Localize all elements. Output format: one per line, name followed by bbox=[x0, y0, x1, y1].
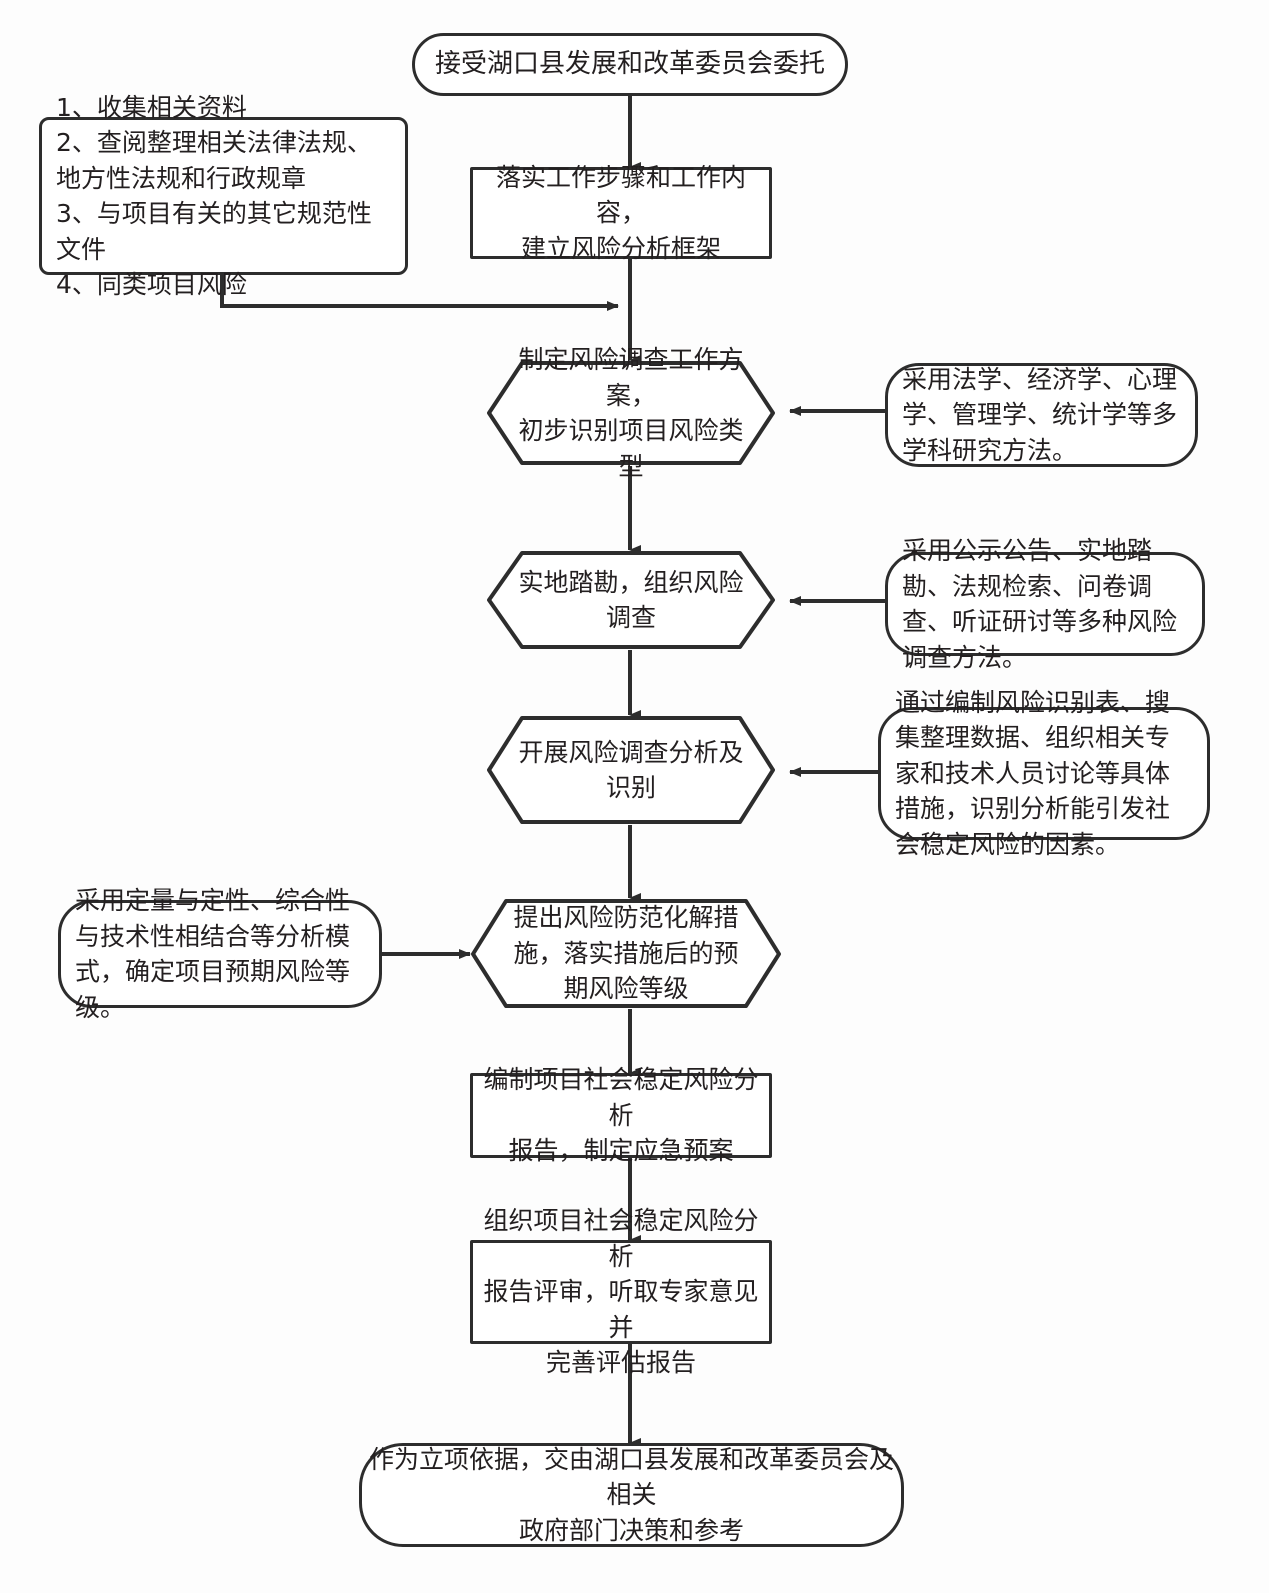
node-framework-label: 落实工作步骤和工作内容， 建立风险分析框架 bbox=[495, 162, 746, 263]
node-end[interactable]: 作为立项依据，交由湖口县发展和改革委员会及相关 政府部门决策和参考 bbox=[359, 1443, 904, 1547]
node-review[interactable]: 组织项目社会稳定风险分析 报告评审，听取专家意见并 完善评估报告 bbox=[470, 1206, 772, 1377]
node-materials-note[interactable]: 1、收集相关资料 2、查阅整理相关法律法规、地方性法规和行政规章 3、与项目有关… bbox=[39, 93, 408, 299]
node-grade-note[interactable]: 采用定量与定性、综合性与技术性相结合等分析模式，确定项目预期风险等级。 bbox=[58, 886, 382, 1022]
node-plan-note[interactable]: 采用法学、经济学、心理学、管理学、统计学等多学科研究方法。 bbox=[885, 363, 1198, 467]
node-measures[interactable]: 提出风险防范化解措施，落实措施后的预期风险等级 bbox=[470, 898, 782, 1009]
node-analysis-shape bbox=[487, 716, 775, 824]
node-survey-label: 实地踏勘，组织风险调查 bbox=[518, 567, 744, 633]
node-measures-label: 提出风险防范化解措施，落实措施后的预期风险等级 bbox=[513, 903, 739, 1004]
node-analysis-label: 开展风险调查分析及识别 bbox=[518, 737, 744, 803]
node-start-label: 接受湖口县发展和改革委员会委托 bbox=[434, 49, 825, 80]
node-plan-note-label: 采用法学、经济学、心理学、管理学、统计学等多学科研究方法。 bbox=[902, 364, 1178, 465]
node-grade-note-label: 采用定量与定性、综合性与技术性相结合等分析模式，确定项目预期风险等级。 bbox=[75, 886, 351, 1022]
node-plan[interactable]: 制定风险调查工作方案， 初步识别项目风险类型 bbox=[486, 345, 776, 481]
node-materials-note-label: 1、收集相关资料 2、查阅整理相关法律法规、地方性法规和行政规章 3、与项目有关… bbox=[56, 92, 372, 300]
node-measures-shape bbox=[471, 899, 781, 1008]
node-analysis-note-label: 通过编制风险识别表、搜集整理数据、组织相关专家和技术人员讨论等具体措施，识别分析… bbox=[895, 687, 1171, 859]
node-plan-shape bbox=[487, 361, 775, 465]
node-report[interactable]: 编制项目社会稳定风险分析 报告，制定应急预案 bbox=[470, 1065, 772, 1165]
node-framework[interactable]: 落实工作步骤和工作内容， 建立风险分析框架 bbox=[470, 163, 772, 263]
node-survey-note-label: 采用公示公告、实地踏勘、法规检索、问卷调查、听证研讨等多种风险调查方法。 bbox=[902, 536, 1178, 672]
node-report-label: 编制项目社会稳定风险分析 报告，制定应急预案 bbox=[483, 1065, 759, 1166]
node-start[interactable]: 接受湖口县发展和改革委员会委托 bbox=[412, 33, 848, 96]
node-review-label: 组织项目社会稳定风险分析 报告评审，听取专家意见并 完善评估报告 bbox=[483, 1206, 759, 1378]
node-analysis-note[interactable]: 通过编制风险识别表、搜集整理数据、组织相关专家和技术人员讨论等具体措施，识别分析… bbox=[878, 688, 1210, 859]
node-survey[interactable]: 实地踏勘，组织风险调查 bbox=[486, 550, 776, 650]
node-end-label: 作为立项依据，交由湖口县发展和改革委员会及相关 政府部门决策和参考 bbox=[368, 1444, 894, 1545]
node-analysis[interactable]: 开展风险调查分析及识别 bbox=[486, 715, 776, 825]
node-survey-note[interactable]: 采用公示公告、实地踏勘、法规检索、问卷调查、听证研讨等多种风险调查方法。 bbox=[885, 536, 1205, 672]
node-plan-label: 制定风险调查工作方案， 初步识别项目风险类型 bbox=[518, 345, 744, 481]
node-survey-shape bbox=[487, 551, 775, 649]
